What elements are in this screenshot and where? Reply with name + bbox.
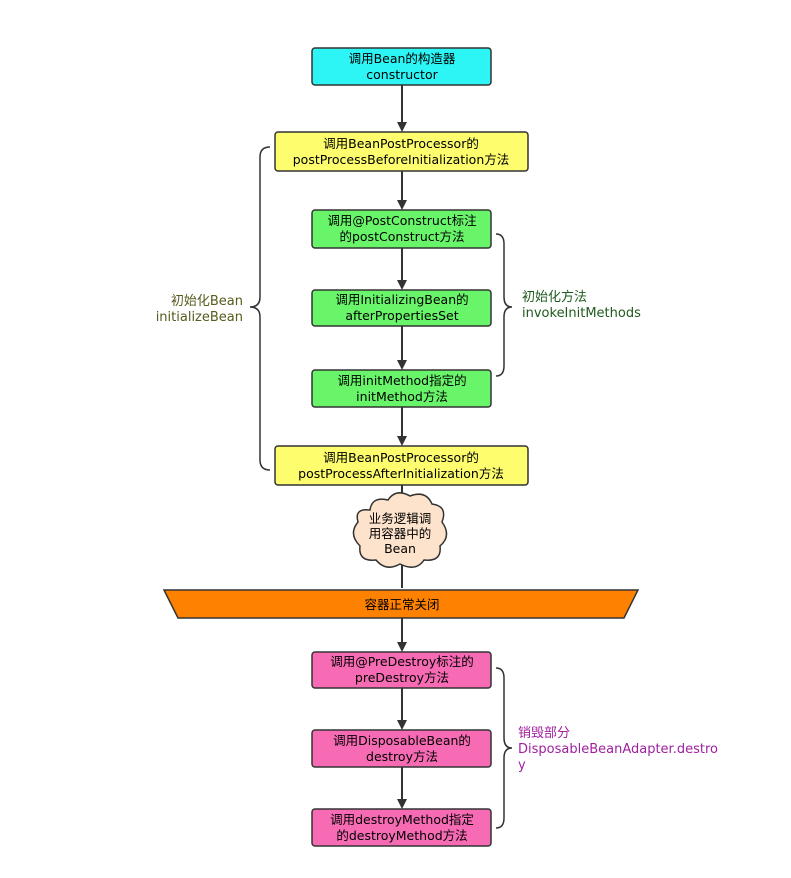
annotation-destroy-part: 销毁部分 DisposableBeanAdapter.destro y: [518, 726, 718, 773]
shutdown-label: 容器正常关闭: [364, 597, 439, 612]
node-pre-destroy-line1: 调用@PreDestroy标注的: [330, 654, 474, 669]
cloud-line1: 业务逻辑调: [369, 511, 432, 526]
braces: [249, 146, 513, 829]
node-post-construct-line2: 的postConstruct方法: [339, 229, 464, 244]
node-post-process-after: 调用BeanPostProcessor的 postProcessAfterIni…: [274, 445, 529, 486]
node-post-after-line1: 调用BeanPostProcessor的: [323, 450, 479, 465]
node-after-properties-set: 调用InitializingBean的 afterPropertiesSet: [311, 289, 492, 327]
annotation-initialize-bean-line1: 初始化Bean: [171, 294, 243, 309]
node-business-logic-cloud: 业务逻辑调 用容器中的 Bean: [352, 492, 448, 568]
annotation-invoke-init-line2: invokeInitMethods: [522, 306, 641, 321]
node-constructor-line1: 调用Bean的构造器: [349, 51, 456, 66]
annotation-destroy-line1: 销毁部分: [518, 726, 570, 741]
brace-invoke-init: [495, 233, 513, 377]
node-post-before-line1: 调用BeanPostProcessor的: [323, 136, 479, 151]
annotation-invoke-init-line1: 初始化方法: [522, 289, 587, 305]
annotation-destroy-line3: y: [518, 758, 526, 773]
node-constructor-line2: constructor: [366, 67, 438, 82]
node-destroy-method-line1: 调用destroyMethod指定: [330, 812, 474, 827]
node-pre-destroy-line2: preDestroy方法: [355, 670, 449, 685]
annotation-initialize-bean: 初始化Bean initializeBean: [156, 294, 243, 325]
node-container-shutdown: 容器正常关闭: [162, 589, 640, 619]
node-post-construct: 调用@PostConstruct标注 的postConstruct方法: [311, 209, 492, 249]
annotation-invoke-init-methods: 初始化方法 invokeInitMethods: [522, 289, 641, 321]
node-init-method-line2: initMethod方法: [356, 389, 448, 404]
node-post-after-line2: postProcessAfterInitialization方法: [298, 466, 504, 481]
node-init-method-line1: 调用initMethod指定的: [337, 373, 466, 388]
node-after-props-line2: afterPropertiesSet: [345, 308, 458, 323]
cloud-line3: Bean: [384, 541, 416, 556]
brace-destroy-part: [495, 667, 513, 829]
node-post-process-before: 调用BeanPostProcessor的 postProcessBeforeIn…: [274, 131, 529, 172]
node-disposable-line1: 调用DisposableBean的: [333, 733, 471, 748]
node-pre-destroy: 调用@PreDestroy标注的 preDestroy方法: [311, 651, 492, 689]
node-init-method: 调用initMethod指定的 initMethod方法: [311, 369, 492, 408]
annotation-initialize-bean-line2: initializeBean: [156, 310, 243, 325]
node-destroy-method-line2: 的destroyMethod方法: [336, 828, 467, 843]
node-destroy-method: 调用destroyMethod指定 的destroyMethod方法: [311, 808, 492, 847]
node-post-construct-line1: 调用@PostConstruct标注: [327, 213, 477, 228]
cloud-line2: 用容器中的: [369, 526, 432, 541]
annotation-destroy-line2: DisposableBeanAdapter.destro: [518, 742, 718, 757]
node-disposable-bean: 调用DisposableBean的 destroy方法: [311, 729, 492, 768]
node-disposable-line2: destroy方法: [366, 749, 438, 764]
node-post-before-line2: postProcessBeforeInitialization方法: [293, 152, 510, 167]
node-after-props-line1: 调用InitializingBean的: [335, 292, 468, 307]
node-constructor: 调用Bean的构造器 constructor: [311, 47, 492, 86]
brace-initialize-bean: [249, 146, 271, 471]
